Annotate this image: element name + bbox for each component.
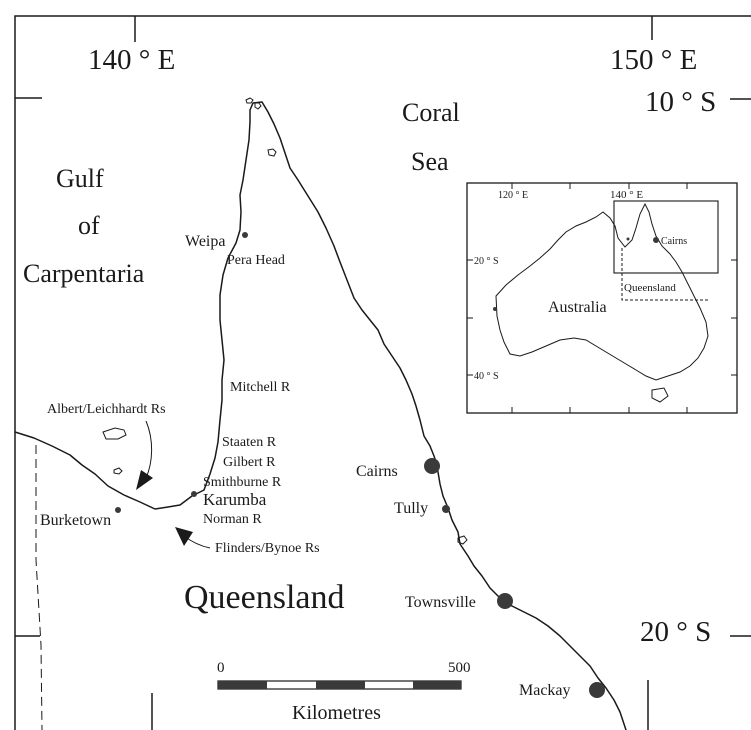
gulf-label-3: Carpentaria bbox=[23, 259, 145, 288]
lat-label-10: 10 ° S bbox=[645, 86, 716, 118]
queensland-label: Queensland bbox=[184, 579, 345, 616]
state-border bbox=[35, 445, 43, 730]
lon-label-140: 140 ° E bbox=[88, 44, 175, 76]
river-mitchell: Mitchell R bbox=[230, 380, 291, 395]
lat-label-20: 20 ° S bbox=[640, 616, 711, 648]
flinders-arrow bbox=[175, 527, 211, 549]
river-albert: Albert/Leichhardt Rs bbox=[47, 402, 166, 417]
islands bbox=[102, 97, 468, 545]
river-staaten: Staaten R bbox=[222, 435, 277, 450]
coral-sea-label-2: Sea bbox=[411, 147, 449, 176]
river-smithburne: Smithburne R bbox=[203, 475, 282, 490]
inset-lat-20: 20 ° S bbox=[474, 256, 499, 267]
inset-lat-40: 40 ° S bbox=[474, 371, 499, 382]
scale-max: 500 bbox=[448, 660, 471, 676]
place-cairns: Cairns bbox=[356, 463, 398, 480]
coastline bbox=[14, 101, 627, 730]
place-pera-head: Pera Head bbox=[227, 253, 285, 268]
place-townsville: Townsville bbox=[405, 594, 476, 611]
inset-australia: Australia bbox=[548, 299, 607, 316]
graticule-ticks bbox=[15, 16, 751, 730]
coral-sea-label-1: Coral bbox=[402, 98, 460, 127]
gulf-label-2: of bbox=[78, 211, 100, 240]
albert-arrow bbox=[136, 420, 153, 490]
scale-zero: 0 bbox=[217, 660, 225, 676]
place-burketown: Burketown bbox=[40, 512, 111, 529]
inset-queensland: Queensland bbox=[624, 282, 676, 294]
inset-cairns: Cairns bbox=[661, 236, 687, 247]
scale-unit: Kilometres bbox=[292, 702, 381, 724]
river-flinders: Flinders/Bynoe Rs bbox=[215, 541, 320, 556]
place-markers bbox=[115, 232, 605, 698]
scale-bar bbox=[217, 680, 462, 690]
place-tully: Tully bbox=[394, 500, 428, 517]
place-karumba: Karumba bbox=[203, 490, 267, 509]
inset-lon-140: 140 ° E bbox=[610, 189, 643, 201]
lon-label-150: 150 ° E bbox=[610, 44, 697, 76]
map-frame bbox=[14, 15, 751, 730]
river-norman: Norman R bbox=[203, 512, 262, 527]
inset-lon-120: 120 ° E bbox=[498, 190, 528, 201]
australia-inset bbox=[466, 182, 738, 414]
gulf-label-1: Gulf bbox=[56, 164, 104, 193]
place-weipa: Weipa bbox=[185, 233, 225, 250]
place-mackay: Mackay bbox=[519, 682, 571, 699]
river-gilbert: Gilbert R bbox=[223, 455, 276, 470]
